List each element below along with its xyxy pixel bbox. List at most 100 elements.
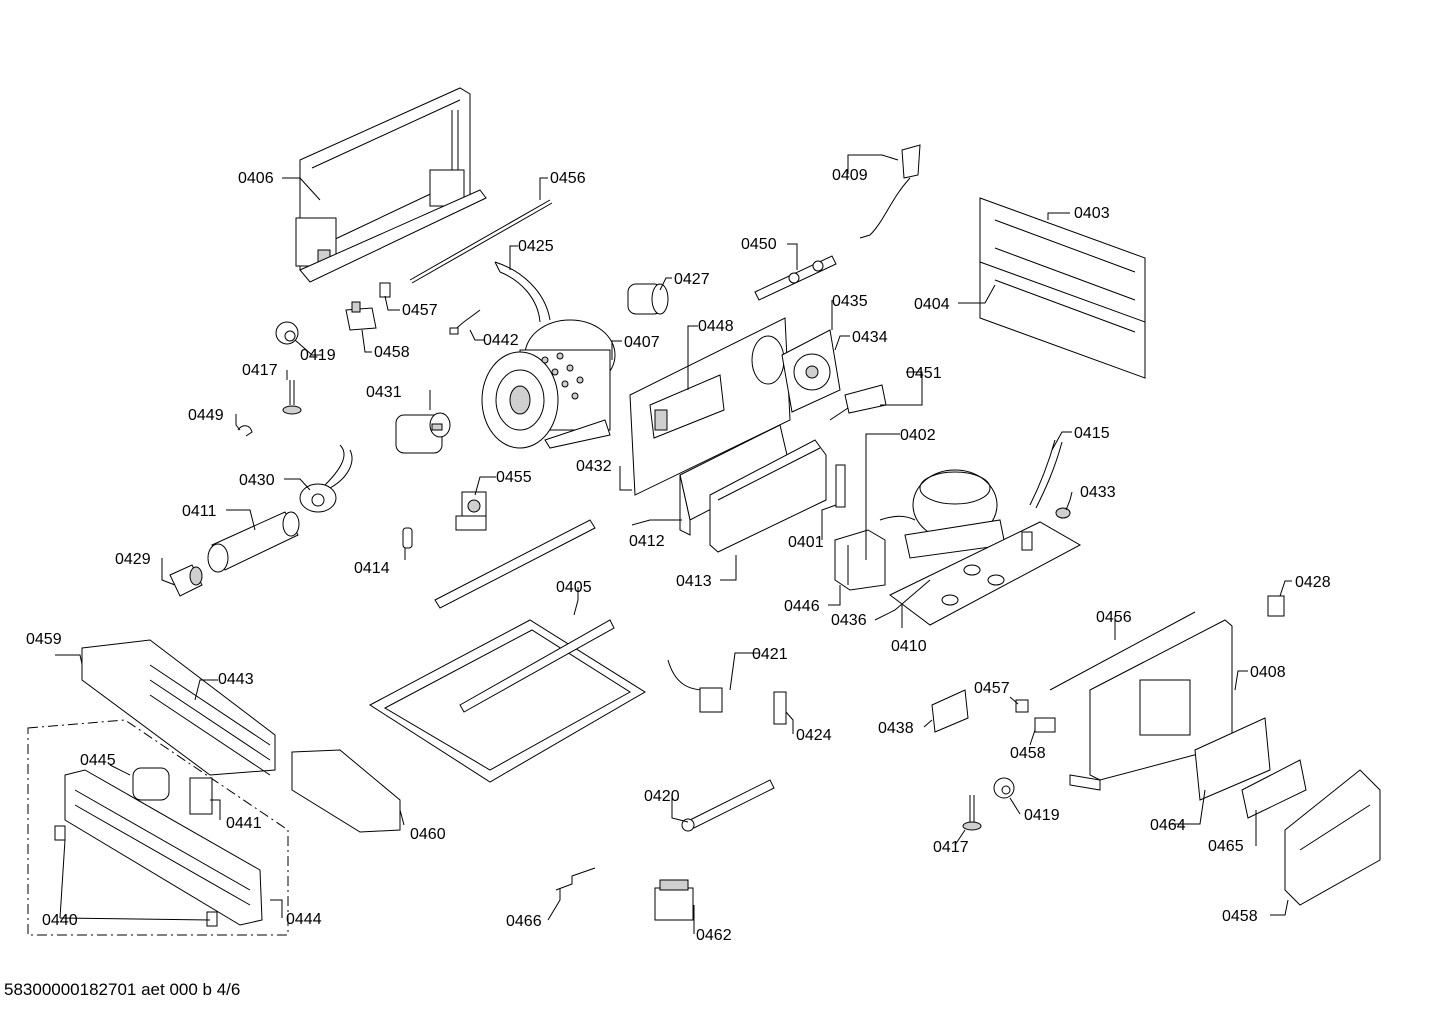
part-number-label: 0433 bbox=[1080, 484, 1116, 501]
part-group-0440-0445 bbox=[28, 720, 288, 935]
part-0456-rod-lower bbox=[1050, 612, 1195, 690]
part-number-label: 0417 bbox=[242, 362, 278, 379]
part-number-label: 0466 bbox=[506, 913, 542, 930]
part-0424-terminal bbox=[774, 692, 786, 724]
part-0402-compressor bbox=[880, 470, 1005, 558]
part-0458-lower bbox=[1035, 718, 1055, 732]
part-0449-clip bbox=[238, 426, 252, 436]
part-0458-bracket bbox=[346, 302, 376, 330]
part-0446-box bbox=[835, 530, 885, 590]
part-0450-tube bbox=[755, 256, 836, 300]
part-0458-panel bbox=[1285, 770, 1380, 905]
part-number-label: 0408 bbox=[1250, 664, 1286, 681]
part-number-label: 0446 bbox=[784, 598, 820, 615]
part-0425-support bbox=[495, 262, 550, 322]
part-number-label: 0441 bbox=[226, 815, 262, 832]
part-number-label: 0443 bbox=[218, 671, 254, 688]
part-0421-transformer bbox=[668, 660, 722, 712]
part-0420-tube bbox=[682, 780, 774, 831]
part-0410-base bbox=[890, 522, 1080, 625]
part-number-label: 0413 bbox=[676, 573, 712, 590]
document-footer: 58300000182701 aet 000 b 4/6 bbox=[4, 980, 241, 999]
part-0428-clip bbox=[1268, 596, 1284, 616]
part-0465-board bbox=[1242, 760, 1306, 818]
part-0448-panel bbox=[630, 318, 790, 495]
part-number-label: 0456 bbox=[550, 170, 586, 187]
part-number-label: 0414 bbox=[354, 560, 390, 577]
part-number-label: 0404 bbox=[914, 296, 950, 313]
part-0429-endcap bbox=[170, 565, 202, 596]
part-number-label: 0451 bbox=[906, 365, 942, 382]
part-0459-0443-grill bbox=[82, 640, 275, 775]
part-0419-clip bbox=[276, 322, 298, 344]
part-number-label: 0459 bbox=[26, 631, 62, 648]
part-0462-filter bbox=[655, 880, 693, 920]
part-number-label: 0417 bbox=[933, 839, 969, 856]
part-0407-fan-housing bbox=[482, 320, 615, 448]
part-number-label: 0421 bbox=[752, 646, 788, 663]
part-0417-foot bbox=[283, 380, 301, 414]
part-number-label: 0428 bbox=[1295, 574, 1331, 591]
part-0414-pin bbox=[403, 528, 412, 548]
part-0406-frame bbox=[296, 88, 486, 282]
part-number-label: 0464 bbox=[1150, 817, 1186, 834]
part-0403-0404-panels bbox=[980, 198, 1145, 378]
part-number-label: 0419 bbox=[300, 347, 336, 364]
part-number-label: 0411 bbox=[182, 503, 217, 520]
part-number-label: 0415 bbox=[1074, 425, 1110, 442]
part-number-label: 0412 bbox=[629, 533, 665, 550]
part-number-label: 0432 bbox=[576, 458, 612, 475]
part-0434-fan bbox=[782, 330, 840, 412]
part-number-label: 0458 bbox=[1010, 745, 1046, 762]
part-0431-capacitor bbox=[396, 413, 450, 453]
part-0401-drier bbox=[836, 465, 845, 507]
part-number-label: 0431 bbox=[366, 384, 402, 401]
part-number-label: 0438 bbox=[878, 720, 914, 737]
part-number-label: 0403 bbox=[1074, 205, 1110, 222]
part-0433-grommet bbox=[1056, 508, 1070, 518]
part-number-label: 0465 bbox=[1208, 838, 1244, 855]
part-number-label: 0444 bbox=[286, 911, 322, 928]
part-0419-lower bbox=[994, 778, 1014, 798]
part-number-label: 0460 bbox=[410, 826, 446, 843]
part-number-label: 0407 bbox=[624, 334, 660, 351]
part-0409-power-cord bbox=[860, 145, 920, 238]
part-number-label: 0440 bbox=[42, 912, 78, 929]
part-0427-cylinder bbox=[628, 284, 668, 314]
part-number-label: 0420 bbox=[644, 788, 680, 805]
part-0466-bracket bbox=[556, 868, 595, 890]
part-number-label: 0449 bbox=[188, 407, 224, 424]
part-0405-frame bbox=[370, 520, 645, 782]
part-0430-motor bbox=[300, 445, 352, 512]
part-0438-plate bbox=[932, 690, 968, 732]
part-number-label: 0442 bbox=[483, 332, 519, 349]
part-0464-board bbox=[1195, 718, 1270, 800]
part-number-label: 0435 bbox=[832, 293, 868, 310]
part-0442-wire bbox=[450, 310, 480, 334]
part-number-label: 0424 bbox=[796, 727, 832, 744]
part-number-label: 0401 bbox=[788, 534, 824, 551]
part-number-label: 0450 bbox=[741, 236, 777, 253]
part-0455-valve bbox=[456, 492, 486, 530]
part-number-label: 0458 bbox=[1222, 908, 1258, 925]
part-number-label: 0455 bbox=[496, 469, 532, 486]
part-0417-lower bbox=[963, 795, 981, 830]
part-0457-connector bbox=[380, 283, 390, 297]
part-number-label: 0456 bbox=[1096, 609, 1132, 626]
part-number-label: 0434 bbox=[852, 329, 888, 346]
part-number-label: 0458 bbox=[374, 344, 410, 361]
part-number-label: 0445 bbox=[80, 752, 116, 769]
part-number-label: 0448 bbox=[698, 318, 734, 335]
part-number-label: 0427 bbox=[674, 271, 710, 288]
part-number-label: 0457 bbox=[974, 680, 1010, 697]
part-labels: 0406 0456 0425 0457 0442 0458 0419 0417 0449 0431… bbox=[26, 167, 1331, 944]
part-number-label: 0419 bbox=[1024, 807, 1060, 824]
part-number-label: 0402 bbox=[900, 427, 936, 444]
part-number-label: 0406 bbox=[238, 170, 274, 187]
part-0415-hose bbox=[1030, 440, 1062, 508]
part-number-label: 0425 bbox=[518, 238, 554, 255]
part-number-label: 0462 bbox=[696, 927, 732, 944]
part-0456-rod-top bbox=[410, 200, 552, 283]
part-number-label: 0436 bbox=[831, 612, 867, 629]
